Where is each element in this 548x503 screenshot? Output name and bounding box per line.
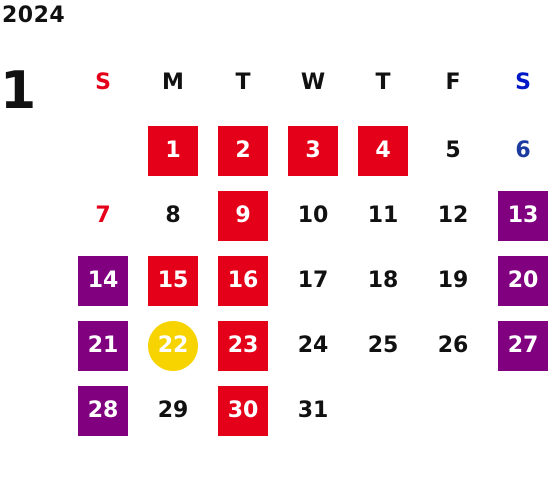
day-cell: 11 bbox=[348, 183, 418, 248]
day-empty bbox=[428, 386, 478, 436]
day-holiday[interactable]: 16 bbox=[218, 255, 268, 306]
day-cell: 13 bbox=[488, 183, 548, 248]
day[interactable]: 8 bbox=[165, 203, 181, 228]
day-cell: 21 bbox=[68, 313, 138, 378]
day-cell: 17 bbox=[278, 248, 348, 313]
day-cell: 24 bbox=[278, 313, 348, 378]
day-cell: 31 bbox=[278, 378, 348, 443]
day[interactable]: 11 bbox=[367, 203, 399, 228]
day-cell: 15 bbox=[138, 248, 208, 313]
weekday-tuesday: T bbox=[235, 69, 251, 95]
month-label: 1 bbox=[0, 61, 37, 121]
calendar-grid: 1 2 3 4 5 6 7 8 9 10 11 12 13 14 15 16 1… bbox=[68, 118, 548, 443]
day[interactable]: 17 bbox=[297, 268, 329, 293]
day-cell: 5 bbox=[418, 118, 488, 183]
day-cell-empty bbox=[488, 378, 548, 443]
day-weekend[interactable]: 21 bbox=[78, 320, 128, 371]
day-weekend[interactable]: 14 bbox=[78, 255, 128, 306]
day-holiday[interactable]: 2 bbox=[218, 125, 268, 176]
weekday-saturday: S bbox=[515, 69, 531, 95]
day-cell: 25 bbox=[348, 313, 418, 378]
day-cell: 22 bbox=[138, 313, 208, 378]
day-cell: 3 bbox=[278, 118, 348, 183]
day-cell: 19 bbox=[418, 248, 488, 313]
day-sunday[interactable]: 7 bbox=[95, 203, 111, 228]
day-cell: 7 bbox=[68, 183, 138, 248]
weekday-monday: M bbox=[162, 69, 184, 95]
day-cell-empty bbox=[68, 118, 138, 183]
day-cell: 12 bbox=[418, 183, 488, 248]
day-cell: 27 bbox=[488, 313, 548, 378]
day-weekend[interactable]: 27 bbox=[498, 320, 548, 371]
day-cell: 2 bbox=[208, 118, 278, 183]
day-holiday[interactable]: 4 bbox=[358, 125, 408, 176]
day-empty bbox=[358, 386, 408, 436]
day-cell: 26 bbox=[418, 313, 488, 378]
day-today[interactable]: 22 bbox=[148, 320, 198, 371]
day-cell-empty bbox=[418, 378, 488, 443]
day-empty bbox=[498, 386, 548, 436]
day-cell: 29 bbox=[138, 378, 208, 443]
year-label: 2024 bbox=[2, 3, 66, 28]
weekday-sunday: S bbox=[95, 69, 111, 95]
weekday-thursday: T bbox=[375, 69, 391, 95]
day[interactable]: 29 bbox=[157, 398, 189, 423]
day-holiday[interactable]: 15 bbox=[148, 255, 198, 306]
day-cell: 10 bbox=[278, 183, 348, 248]
day[interactable]: 24 bbox=[297, 333, 329, 358]
day-cell: 23 bbox=[208, 313, 278, 378]
day-cell: 20 bbox=[488, 248, 548, 313]
day-cell: 1 bbox=[138, 118, 208, 183]
day-cell-empty bbox=[348, 378, 418, 443]
day-saturday[interactable]: 6 bbox=[515, 138, 531, 163]
day-holiday[interactable]: 23 bbox=[218, 320, 268, 371]
day-holiday[interactable]: 30 bbox=[218, 385, 268, 436]
day-cell: 16 bbox=[208, 248, 278, 313]
day-cell: 4 bbox=[348, 118, 418, 183]
day-cell: 18 bbox=[348, 248, 418, 313]
day-cell: 30 bbox=[208, 378, 278, 443]
day-cell: 9 bbox=[208, 183, 278, 248]
day-cell: 6 bbox=[488, 118, 548, 183]
day-cell: 8 bbox=[138, 183, 208, 248]
weekday-header: S M T W T F S bbox=[68, 62, 548, 102]
weekday-friday: F bbox=[445, 69, 461, 95]
day[interactable]: 10 bbox=[297, 203, 329, 228]
day-weekend[interactable]: 13 bbox=[498, 190, 548, 241]
day-holiday[interactable]: 9 bbox=[218, 190, 268, 241]
weekday-wednesday: W bbox=[300, 69, 326, 95]
day-holiday[interactable]: 3 bbox=[288, 125, 338, 176]
day[interactable]: 26 bbox=[437, 333, 469, 358]
day-holiday[interactable]: 1 bbox=[148, 125, 198, 176]
day[interactable]: 18 bbox=[367, 268, 399, 293]
day-empty bbox=[78, 126, 128, 176]
day-weekend[interactable]: 28 bbox=[78, 385, 128, 436]
day-weekend[interactable]: 20 bbox=[498, 255, 548, 306]
day-cell: 28 bbox=[68, 378, 138, 443]
day[interactable]: 19 bbox=[437, 268, 469, 293]
day-cell: 14 bbox=[68, 248, 138, 313]
day[interactable]: 25 bbox=[367, 333, 399, 358]
day[interactable]: 31 bbox=[297, 398, 329, 423]
day[interactable]: 12 bbox=[437, 203, 469, 228]
day[interactable]: 5 bbox=[445, 138, 461, 163]
